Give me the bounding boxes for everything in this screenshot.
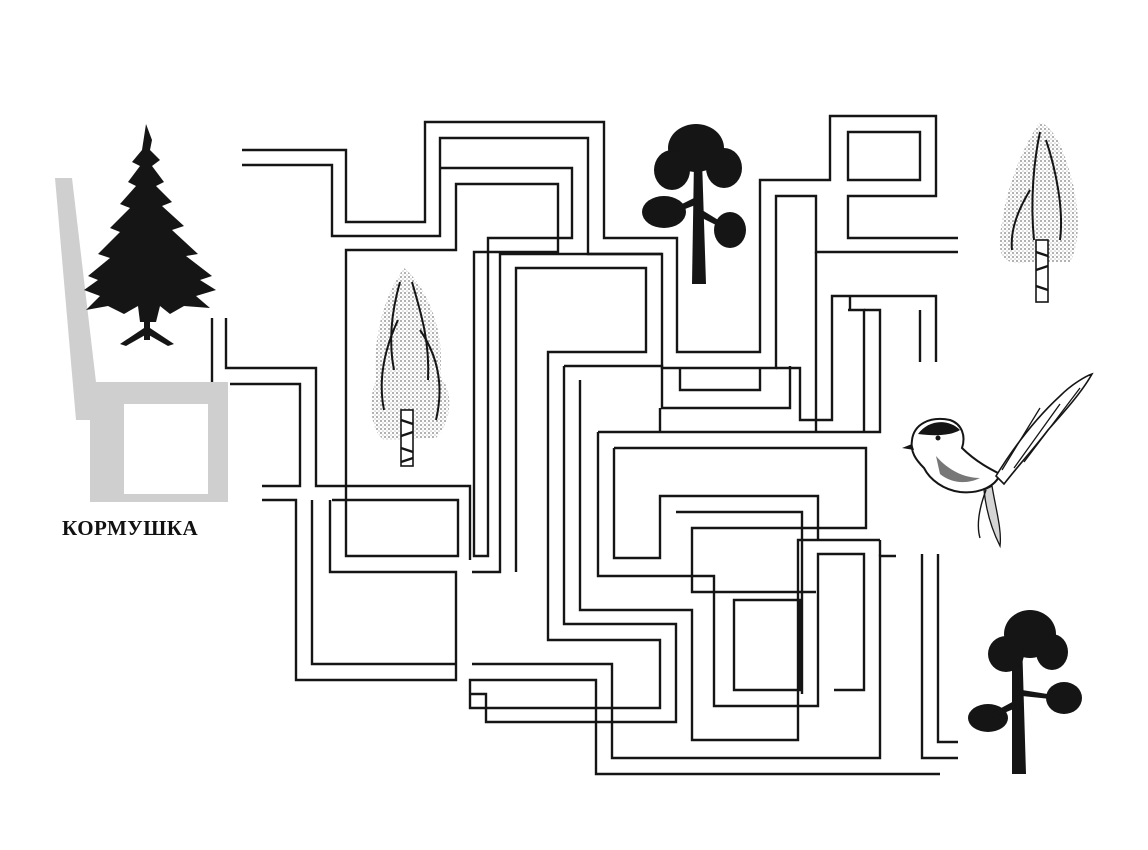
deciduous-tree-icon bbox=[642, 124, 746, 284]
birch-tree-icon bbox=[371, 268, 450, 467]
feeder-label: КОРМУШКА bbox=[62, 516, 199, 540]
feeder-icon bbox=[55, 178, 228, 502]
spruce-tree-icon bbox=[84, 124, 216, 346]
birch-tree-icon bbox=[999, 122, 1078, 303]
bird-icon bbox=[902, 372, 1094, 549]
maze-paths[interactable] bbox=[210, 114, 958, 776]
deciduous-tree-icon bbox=[968, 610, 1082, 774]
